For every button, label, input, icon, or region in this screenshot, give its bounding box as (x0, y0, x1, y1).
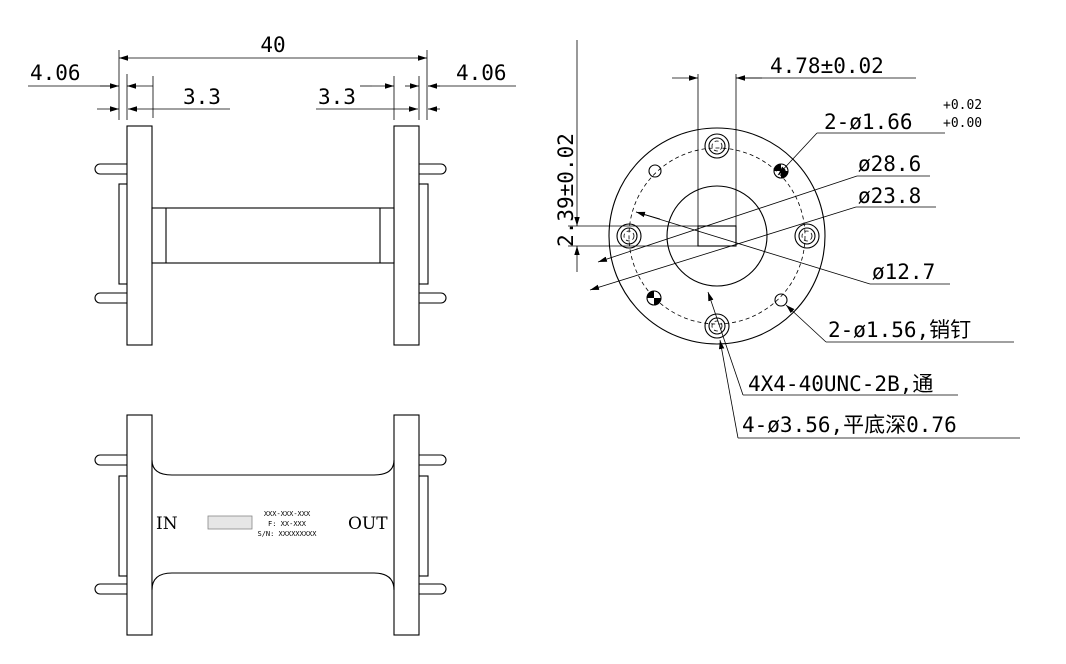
label-body (151, 459, 395, 591)
right-flange-step (418, 183, 429, 285)
flange-outline (608, 127, 826, 345)
dim-thread-spec: 4X4-40UNC-2B,通 (748, 372, 933, 396)
right-flange (393, 125, 420, 346)
brand-logo-placeholder (207, 515, 253, 530)
threaded-hole-right (794, 223, 820, 249)
waveguide-slot (697, 225, 737, 247)
part-number: XXX-XXX-XXX (264, 510, 311, 518)
dim-slot-width: 4.78±0.02 (770, 54, 884, 78)
port-out-label: OUT (348, 514, 388, 534)
serial-number: S/N: XXXXXXXXX (257, 530, 317, 538)
dowel-hole-lower-left (646, 290, 662, 306)
threaded-hole-left (616, 223, 642, 249)
dim-step-left: 3.3 (183, 85, 221, 109)
dim-bolt-circle: ø28.6 (858, 152, 921, 176)
label-right-flange-step (418, 475, 429, 577)
bolt-circle (628, 147, 806, 325)
flange-view: 4.78±0.02 2.39±0.02 2-ø1.66 +0.02 +0.00 … (554, 40, 1020, 439)
pin-hole-upper-left (648, 164, 662, 178)
bore (666, 185, 768, 287)
dim-flange-left: 4.06 (30, 61, 81, 85)
label-left-flange (126, 414, 153, 636)
dim-bore-diameter: ø12.7 (872, 260, 935, 284)
dim-dowel-hole: 2-ø1.66 (824, 110, 913, 134)
dim-step-right: 3.3 (318, 85, 356, 109)
dowel-tolerance-lower: +0.00 (943, 116, 982, 131)
waveguide-body (151, 207, 395, 264)
left-flange (126, 125, 153, 346)
pin-hole-lower-right (774, 293, 788, 307)
side-view: 40 4.06 3.3 3.3 4.06 (28, 33, 516, 346)
dim-counterbore-spec: 4-ø3.56,平底深0.76 (742, 413, 957, 437)
dowel-tolerance-upper: +0.02 (943, 98, 982, 113)
frequency-label: F: XX-XXX (268, 520, 307, 528)
port-in-label: IN (156, 514, 178, 534)
dim-overall-length: 40 (260, 33, 285, 57)
dim-slot-height: 2.39±0.02 (554, 133, 578, 247)
dim-flange-diameter: ø23.8 (858, 184, 921, 208)
label-view: IN OUT XXX-XXX-XXX F: XX-XXX S/N: XXXXXX… (94, 414, 447, 636)
dim-pin-spec: 2-ø1.56,销钉 (828, 318, 971, 342)
threaded-hole-top (704, 133, 730, 159)
dim-flange-right: 4.06 (456, 61, 507, 85)
label-right-flange (393, 414, 420, 636)
